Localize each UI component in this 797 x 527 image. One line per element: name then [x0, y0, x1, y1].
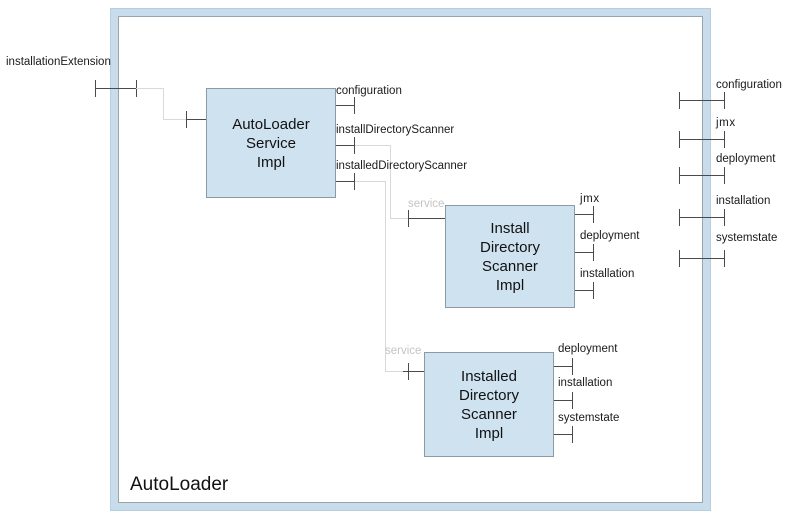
port-label-autoloader-installdirectoryscanner: installDirectoryScanner [336, 124, 455, 136]
port-autoloader-configuration-bar [354, 97, 355, 114]
port-label-installed-scanner-systemstate: systemstate [558, 412, 620, 424]
port-install-scanner-service-stem[interactable] [408, 218, 445, 219]
component-install-directory-scanner-impl[interactable]: Install Directory Scanner Impl [445, 205, 575, 308]
frame-port-label-installation: installation [716, 195, 771, 207]
port-autoloader-installeddirectoryscanner-bar [354, 173, 355, 190]
port-install-scanner-jmx-stem[interactable] [575, 214, 594, 215]
frame-port-configuration-bar-outer [724, 92, 725, 109]
port-label-installed-scanner-service: service [385, 345, 422, 357]
port-installed-scanner-service-bar [408, 363, 409, 380]
port-label-install-scanner-jmx: jmx [580, 193, 600, 205]
component-autoloader-service-impl[interactable]: AutoLoader Service Impl [206, 88, 336, 198]
frame-port-systemstate-stem[interactable] [679, 258, 725, 259]
wire-installationextension-h2 [163, 119, 186, 120]
port-installed-scanner-deployment-bar [572, 358, 573, 375]
port-autoloader-installdirectoryscanner-stem[interactable] [336, 145, 355, 146]
frame-port-installation-bar-outer [724, 209, 725, 226]
port-installed-scanner-installation-stem[interactable] [554, 400, 573, 401]
frame-port-label-configuration: configuration [716, 79, 782, 91]
wire-installdirectoryscanner-v1 [390, 145, 391, 218]
component-installed-directory-scanner-impl[interactable]: Installed Directory Scanner Impl [424, 352, 554, 457]
frame-port-jmx-bar-inner [679, 131, 680, 148]
port-label-installed-scanner-installation: installation [558, 377, 613, 389]
frame-port-installation-stem[interactable] [679, 217, 725, 218]
port-autoloader-configuration-stem[interactable] [336, 105, 355, 106]
port-install-scanner-deployment-bar [593, 244, 594, 261]
port-label-autoloader-installeddirectoryscanner: installedDirectoryScanner [336, 160, 468, 172]
port-install-scanner-jmx-bar [593, 206, 594, 223]
frame-port-deployment-bar-inner [679, 167, 680, 184]
port-autoloader-service-left-bar [186, 111, 187, 128]
page-title: AutoLoader [130, 474, 229, 495]
port-installed-scanner-deployment-stem[interactable] [554, 366, 573, 367]
port-installed-scanner-systemstate-bar [572, 426, 573, 443]
frame-port-systemstate-bar-outer [724, 250, 725, 267]
port-label-install-scanner-service: service [408, 198, 445, 210]
port-autoloader-service-left-stem[interactable] [186, 119, 207, 120]
component-install-directory-scanner-impl-label: Install Directory Scanner Impl [479, 219, 540, 294]
wire-installeddirectoryscanner-v1 [385, 181, 386, 371]
external-port-label-installationextension: installationExtension [6, 56, 111, 68]
component-autoloader-service-impl-label: AutoLoader Service Impl [232, 115, 310, 171]
frame-port-label-jmx: jmx [716, 117, 736, 129]
port-autoloader-installdirectoryscanner-bar [354, 137, 355, 154]
port-install-scanner-service-bar [408, 210, 409, 227]
frame-port-jmx-bar-outer [724, 131, 725, 148]
port-label-install-scanner-deployment: deployment [580, 230, 640, 242]
port-install-scanner-installation-bar [593, 282, 594, 299]
port-label-installed-scanner-deployment: deployment [558, 343, 618, 355]
port-install-scanner-installation-stem[interactable] [575, 290, 594, 291]
frame-port-label-deployment: deployment [716, 153, 776, 165]
port-autoloader-installeddirectoryscanner-stem[interactable] [336, 181, 355, 182]
wire-installationextension-v1 [163, 88, 164, 119]
frame-port-left-installationextension-bar-outer [95, 80, 96, 97]
frame-port-configuration-bar-inner [679, 92, 680, 109]
wire-installeddirectoryscanner-h1 [355, 181, 385, 182]
frame-port-jmx-stem[interactable] [679, 139, 725, 140]
frame-port-deployment-bar-outer [724, 167, 725, 184]
wire-installdirectoryscanner-h2 [390, 218, 408, 219]
port-installed-scanner-systemstate-stem[interactable] [554, 434, 573, 435]
frame-port-label-systemstate: systemstate [716, 232, 778, 244]
port-installed-scanner-service-stem[interactable] [403, 371, 424, 372]
frame-port-left-installationextension-stem[interactable] [95, 88, 137, 89]
port-install-scanner-deployment-stem[interactable] [575, 252, 594, 253]
frame-port-systemstate-bar-inner [679, 250, 680, 267]
wire-installeddirectoryscanner-h2 [385, 371, 403, 372]
port-label-install-scanner-installation: installation [580, 268, 635, 280]
wire-installationextension-h1 [136, 88, 163, 89]
frame-port-configuration-stem[interactable] [679, 100, 725, 101]
frame-port-installation-bar-inner [679, 209, 680, 226]
component-installed-directory-scanner-impl-label: Installed Directory Scanner Impl [458, 367, 519, 442]
port-installed-scanner-installation-bar [572, 392, 573, 409]
wire-installdirectoryscanner-h1 [355, 145, 390, 146]
frame-port-deployment-stem[interactable] [679, 175, 725, 176]
port-label-autoloader-configuration: configuration [336, 85, 402, 97]
